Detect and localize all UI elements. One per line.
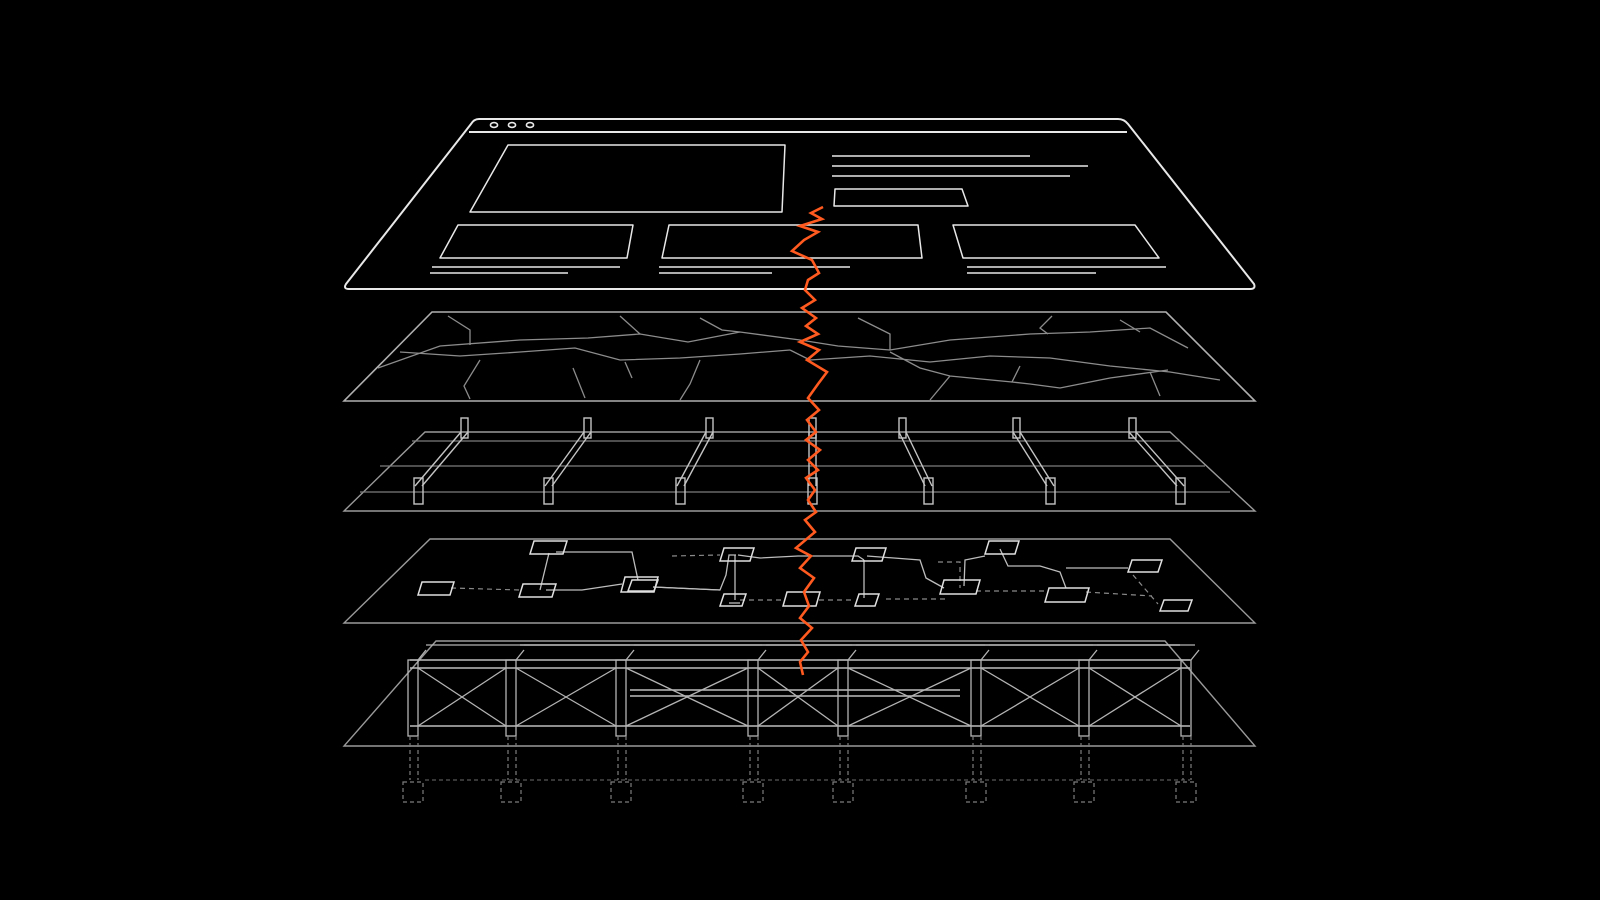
rail-beam [676,431,707,487]
rail-post-bottom [413,477,424,505]
network-node [850,547,888,562]
scaffold-joint [1190,649,1200,661]
footing-block [742,781,764,803]
rail-post-top [1128,417,1137,439]
scaffold-column [1180,659,1192,737]
network-node [416,581,456,596]
network-node [718,593,748,607]
card-placeholder [661,224,923,259]
scaffold-brace [757,667,839,727]
scaffold-joint [980,649,990,661]
network-node [718,547,756,562]
surface-cracks [377,315,1221,401]
scaffold-joint [625,649,635,661]
scaffold-joint [757,649,767,661]
network-node [983,540,1021,555]
network-node [517,583,558,598]
scaffold-joint [515,649,525,661]
footing-block [610,781,632,803]
rail-post-bottom [1175,477,1186,505]
scaffold-brace [417,667,507,727]
cta-button-placeholder [833,188,969,207]
foundation-footings [402,736,1197,803]
rail-beam [1135,431,1185,487]
scaffold-brace [1088,667,1182,727]
rail-beam [898,431,926,487]
rail-beam [421,431,469,487]
card-placeholder [439,224,634,259]
footing-block [1175,781,1197,803]
scaffold-brace [625,667,749,727]
browser-frame [344,118,1256,290]
layer-browser-window [344,118,1256,290]
scaffold-column [837,659,849,737]
scaffold-column [747,659,759,737]
plane-outline [342,640,1257,747]
network-node [620,576,659,593]
scaffold-column [505,659,517,737]
footing-block [500,781,522,803]
scaffold-column [1078,659,1090,737]
layer-rail-grid [342,417,1257,512]
card-placeholder [952,224,1160,259]
layer-cracked-surface [342,311,1257,402]
network-nodes [416,540,1194,612]
network-node [853,593,881,607]
rail-beam [905,431,933,487]
rail-beam [1128,431,1178,487]
network-node [626,579,660,592]
rail-beam [414,431,462,487]
plane-outline [342,431,1257,512]
scaffold-beams [410,644,1190,727]
footing-block [1073,781,1095,803]
network-node [1158,599,1194,612]
rail-post-bottom [675,477,686,505]
rail-beam [1019,431,1055,487]
rail-post-top [583,417,592,439]
rail-beam [551,431,592,487]
window-dots-icon [489,121,535,129]
rail-post-top [1012,417,1021,439]
network-node [939,579,981,595]
plane-outline [342,538,1257,624]
rail-post-bottom [807,477,818,505]
solid-links [539,548,1128,604]
layer-node-network [342,538,1257,624]
footing-block [832,781,854,803]
footing-block [965,781,987,803]
scaffold-brace [515,667,617,727]
fracture-line [789,205,829,676]
scaffold-brace [847,667,972,727]
rail-beam [683,431,714,487]
scaffold-column [615,659,627,737]
rail-post-bottom [923,477,934,505]
scaffold-column [407,659,419,737]
footing-block [402,781,424,803]
network-node [1044,587,1090,603]
scaffold-joint [417,649,427,661]
rail-post-bottom [543,477,554,505]
network-node [1126,559,1164,573]
rail-beam [1012,431,1048,487]
network-node [782,591,821,607]
rail-beam [544,431,585,487]
grid-lines [360,440,1230,493]
rail-posts [413,417,1186,505]
layer-scaffold-foundation [342,640,1257,803]
plane-outline [342,311,1257,402]
network-node [528,540,569,555]
scaffold-brace [980,667,1080,727]
rail-post-bottom [1045,477,1056,505]
scaffold-bays [407,644,1200,737]
scaffold-joint [847,649,857,661]
scaffold-column [970,659,982,737]
rail-post-top [808,417,817,439]
scaffold-joint [1088,649,1098,661]
hero-image-placeholder [469,144,786,213]
rail-post-top [460,417,469,439]
